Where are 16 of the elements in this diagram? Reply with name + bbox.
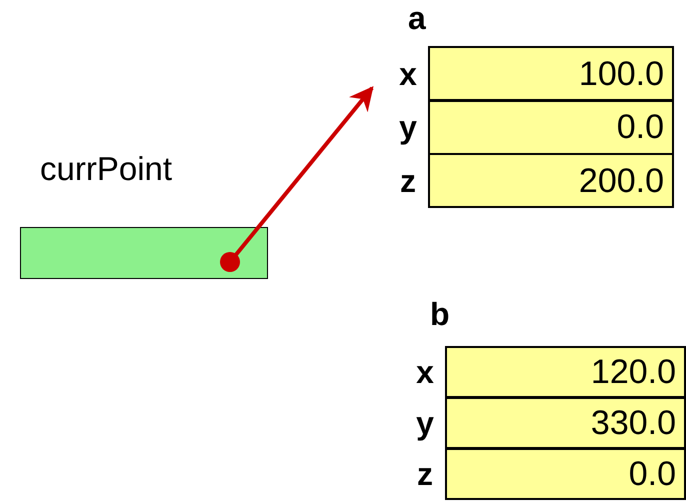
field-name: z <box>416 458 434 490</box>
field-value: 120.0 <box>445 346 686 398</box>
field-name: y <box>398 111 418 143</box>
field-value: 0.0 <box>445 448 686 500</box>
pointer-arrow <box>220 86 374 272</box>
field-name: x <box>415 356 435 388</box>
object-name: b <box>430 298 450 330</box>
field-value: 0.0 <box>428 100 674 154</box>
field-name: y <box>415 407 435 439</box>
object-name: a <box>408 2 426 34</box>
field-value: 100.0 <box>428 46 674 101</box>
field-name: z <box>399 164 417 196</box>
field-value: 330.0 <box>445 397 686 449</box>
field-value: 200.0 <box>428 153 674 208</box>
field-name: x <box>398 58 418 90</box>
variable-name: currPoint <box>40 152 172 185</box>
